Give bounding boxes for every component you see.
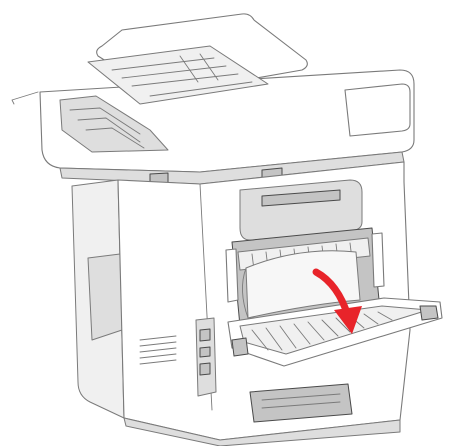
arrow-head [334, 306, 362, 334]
connector-ports [195, 317, 217, 397]
latch-right [371, 232, 385, 288]
latch-left [225, 248, 239, 303]
rear-door-ribs [251, 311, 393, 351]
adf-output-lines [69, 107, 145, 149]
bottom-duct-lines [261, 393, 341, 409]
adf-wire-stop [11, 91, 39, 105]
jammed-paper-curl [242, 267, 249, 319]
adf-input-tray [87, 45, 269, 105]
control-panel [344, 83, 411, 137]
rear-lower-vent [139, 335, 177, 365]
rear-door-hinge-right [419, 305, 439, 321]
curved-red-arrow [312, 268, 362, 334]
left-side-inset [87, 253, 123, 341]
scanner-unit [11, 13, 415, 187]
rear-exit-inner [261, 189, 341, 207]
bottom-tray [123, 417, 401, 446]
adf-tray-guides [111, 53, 253, 97]
jammed-paper [245, 250, 361, 319]
bottom-duct [249, 383, 353, 423]
rear-door-hinge-left [231, 337, 249, 357]
